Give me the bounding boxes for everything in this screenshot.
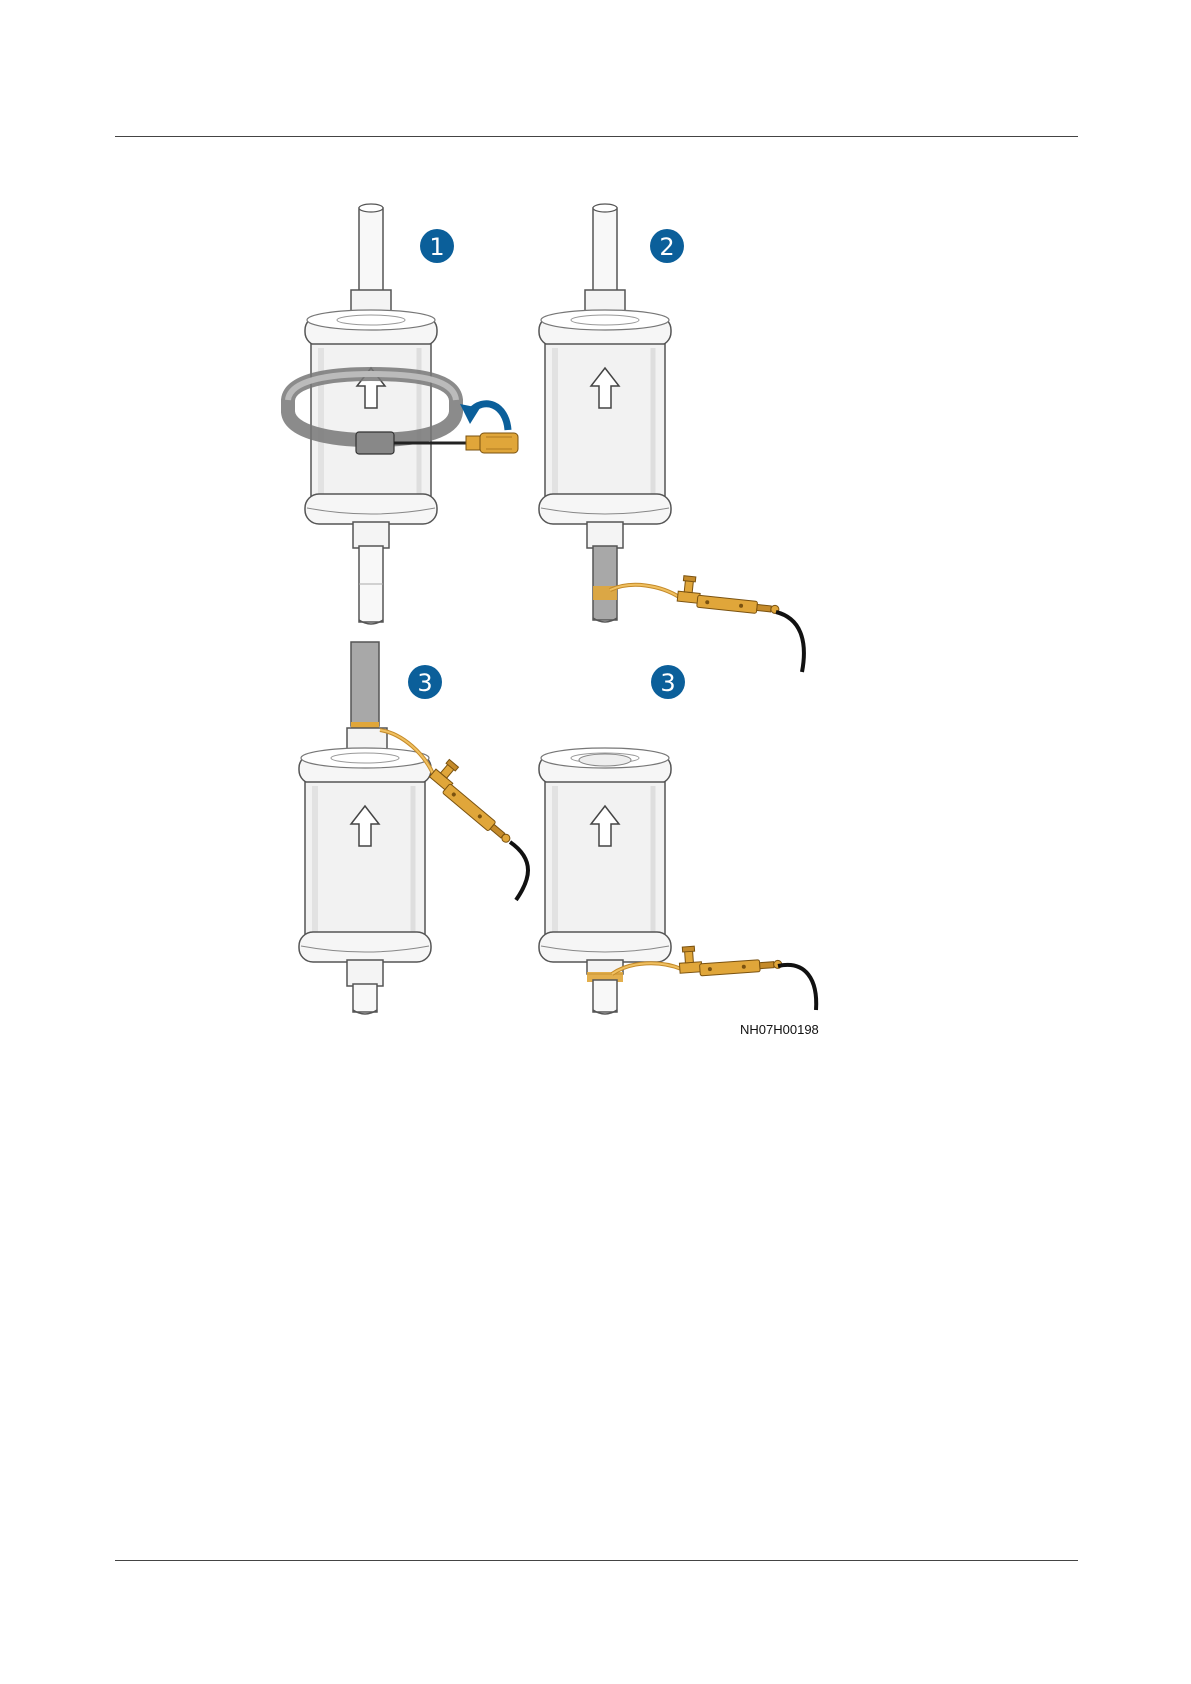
svg-text:1: 1 [429, 233, 444, 261]
panel-step-1 [288, 204, 518, 624]
figure-code: NH07H00198 [740, 1022, 819, 1037]
svg-text:2: 2 [659, 233, 674, 261]
step-badge-1: 1 [420, 229, 454, 263]
footer-rule [115, 1560, 1078, 1561]
panel-step-3a [299, 642, 528, 1014]
svg-text:3: 3 [417, 669, 432, 697]
step-badge-3-second: 3 [651, 665, 685, 699]
step-badge-2: 2 [650, 229, 684, 263]
panel-step-3b [539, 748, 816, 1014]
step-badge-3: 3 [408, 665, 442, 699]
panel-step-2 [539, 204, 804, 672]
svg-text:3: 3 [660, 669, 675, 697]
brazing-torch-icon [609, 568, 804, 672]
